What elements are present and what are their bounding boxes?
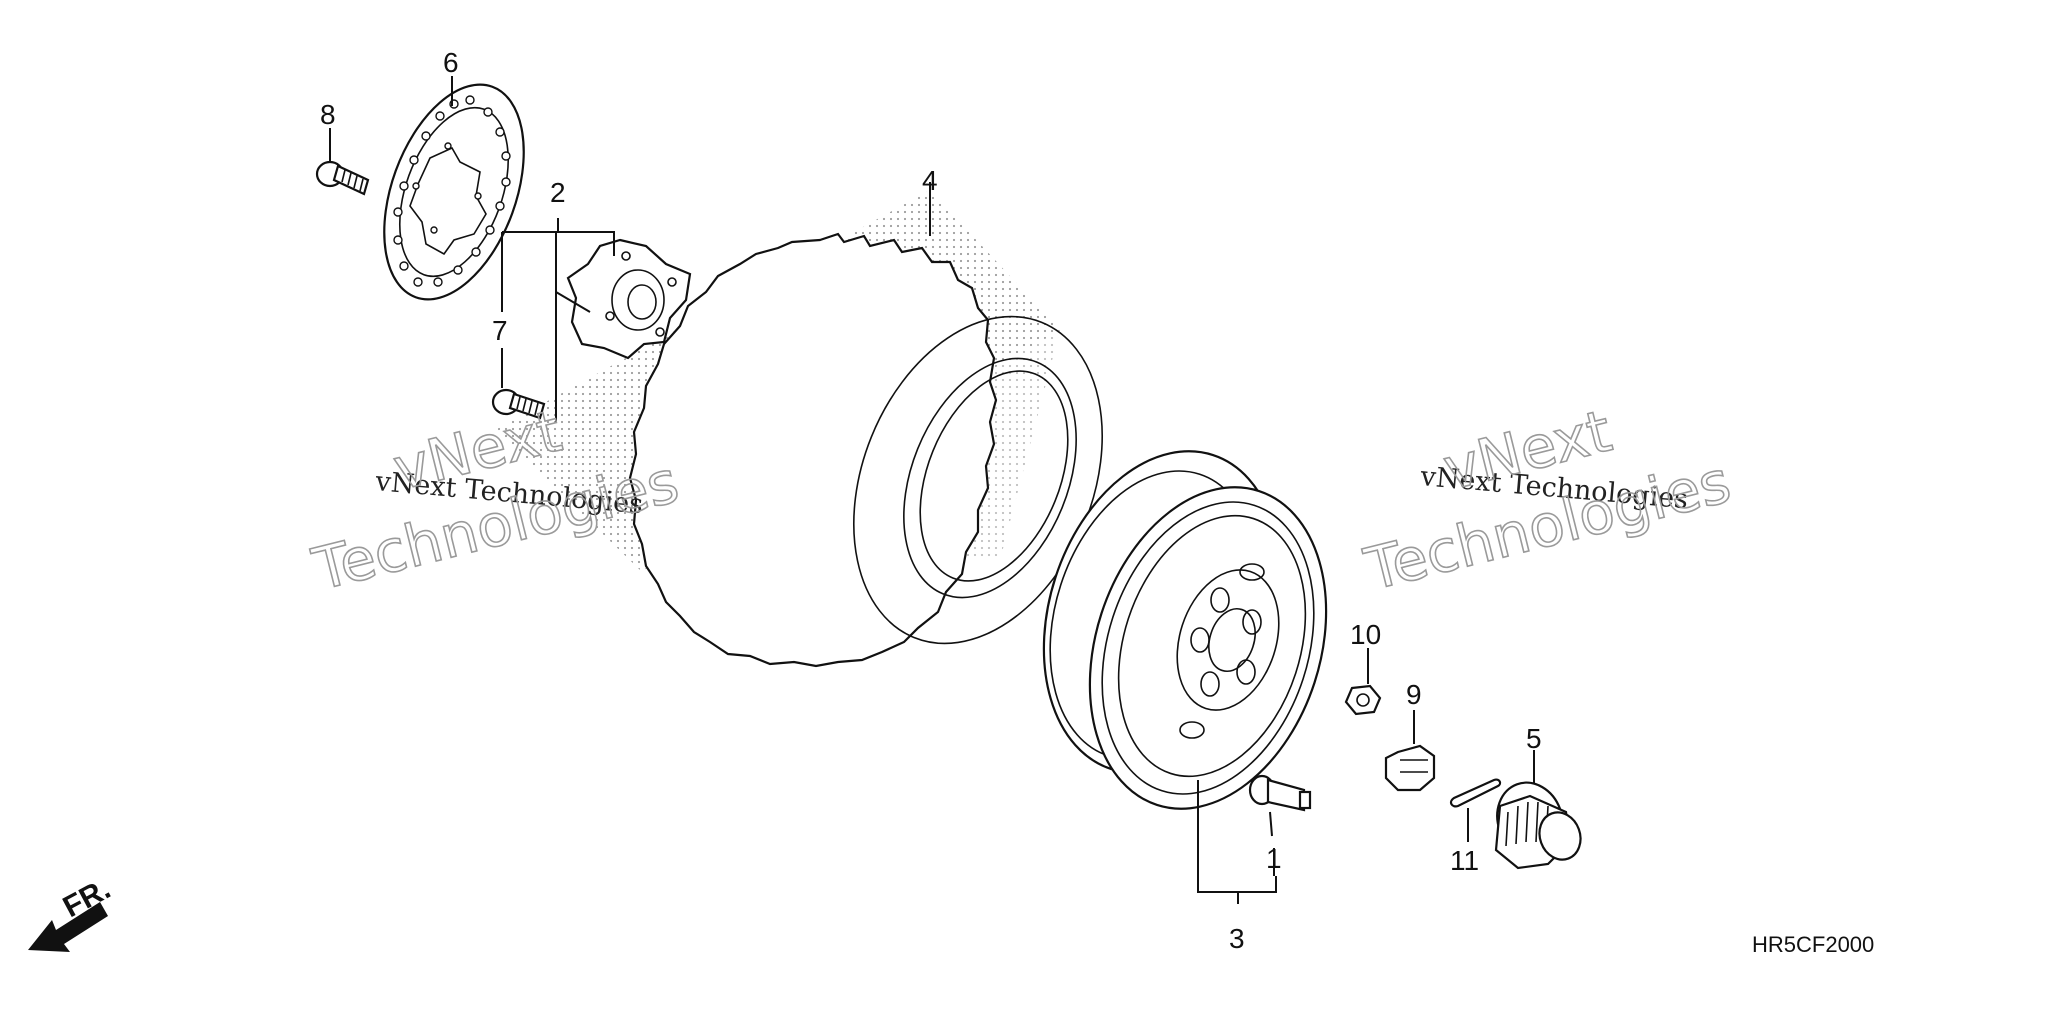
callout-6: 6 [443, 47, 459, 78]
leader-lines [329, 76, 1535, 904]
callout-4: 4 [922, 165, 938, 196]
callout-numbers: 1 2 3 4 5 6 7 8 9 10 11 [320, 47, 1542, 954]
callout-11: 11 [1450, 845, 1479, 876]
callout-7: 7 [492, 315, 508, 346]
valve-stem-part[interactable] [1248, 774, 1312, 812]
hub-cap-part-5[interactable] [1487, 773, 1587, 870]
diagram-code: HR5CF2000 [1752, 932, 1874, 957]
arrow-left-down-icon [28, 902, 108, 952]
bolt-part-8[interactable] [315, 160, 370, 196]
callout-9: 9 [1406, 679, 1422, 710]
cotter-pin-part-11[interactable] [1449, 778, 1502, 808]
front-direction-arrow: FR. [28, 872, 116, 952]
watermark-right: vNext Technologies vNext Technologies [1357, 396, 1738, 605]
callout-1: 1 [1266, 843, 1282, 874]
wheel-hub-part[interactable] [566, 238, 692, 360]
callout-10: 10 [1350, 619, 1381, 650]
callout-8: 8 [320, 99, 336, 130]
brake-disc-part[interactable] [357, 66, 550, 319]
callout-2: 2 [550, 177, 566, 208]
castle-nut-part-9[interactable] [1384, 744, 1436, 792]
wheel-rim-part[interactable] [1004, 420, 1365, 839]
callout-3: 3 [1229, 923, 1245, 954]
nut-part-10[interactable] [1344, 684, 1382, 716]
flange-bolt-part-7[interactable] [491, 388, 546, 420]
callout-5: 5 [1526, 723, 1542, 754]
